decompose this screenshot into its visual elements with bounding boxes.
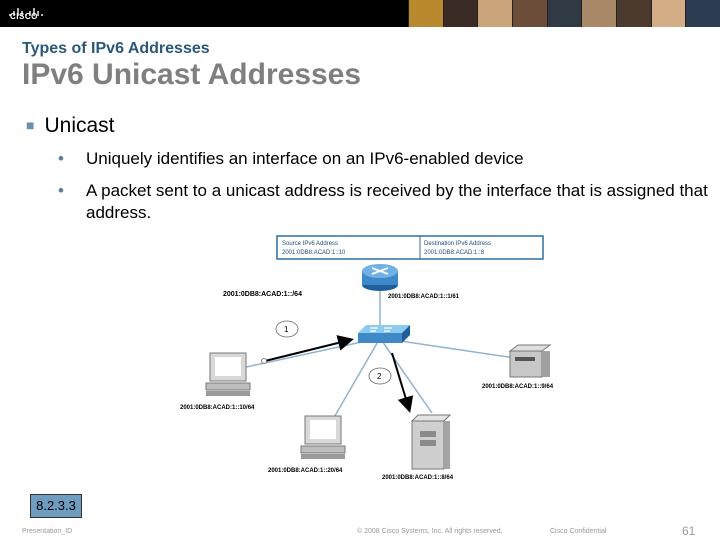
arrow-1	[264, 335, 354, 362]
pc1-label: 2001:0DB8:ACAD:1::10/64	[180, 405, 255, 411]
pc-icon	[300, 415, 346, 459]
square-bullet-icon: ■	[26, 117, 35, 133]
header-bar: CISCO	[0, 0, 720, 27]
network-label: 2001:0DB8:ACAD:1::/64	[223, 291, 302, 298]
header-photo-strip	[408, 0, 720, 27]
page-number: 61	[682, 524, 696, 538]
bullet-item: • A packet sent to a unicast address is …	[58, 180, 708, 224]
header-photo	[616, 0, 651, 27]
arrow-2	[391, 352, 414, 413]
presentation-id: Presentation_ID	[22, 528, 73, 535]
step1-bubble	[275, 320, 299, 338]
dot-bullet-icon: •	[58, 149, 64, 168]
source-value: 2001:0DB8:ACAD:1::10	[282, 250, 346, 256]
switch-icon	[358, 325, 410, 343]
step2-number: 2	[377, 372, 382, 381]
printer-icon	[508, 344, 552, 378]
header-photo	[581, 0, 617, 27]
cisco-logo-icon	[9, 8, 43, 16]
router-icon	[362, 264, 398, 291]
bullet-main: ■ Unicast	[26, 114, 115, 138]
pc-icon	[205, 352, 251, 396]
logo-text: CISCO	[10, 12, 38, 21]
copyright: © 2008 Cisco Systems, Inc. All rights re…	[357, 528, 503, 535]
header-photo	[512, 0, 547, 27]
address-table: Source IPv6 Address 2001:0DB8:ACAD:1::10…	[276, 235, 544, 260]
step2-bubble	[368, 367, 392, 385]
server-icon	[410, 414, 452, 470]
printer-label: 2001:0DB8:ACAD:1::9/64	[482, 384, 554, 390]
router-label: 2001:0DB8:ACAD:1::1/61	[388, 294, 460, 300]
server-label: 2001:0DB8:ACAD:1::8/64	[382, 475, 454, 481]
header-photo	[650, 0, 686, 27]
header-photo	[685, 0, 720, 27]
step1-number: 1	[284, 325, 289, 334]
dot-bullet-icon: •	[58, 181, 64, 200]
dest-value: 2001:0DB8:ACAD:1::8	[424, 250, 485, 256]
pc2-label: 2001:0DB8:ACAD:1::20/64	[268, 468, 343, 474]
bullet-text: A packet sent to a unicast address is re…	[86, 181, 708, 222]
bullet-item: • Uniquely identifies an interface on an…	[58, 148, 708, 170]
bullet-text: Uniquely identifies an interface on an I…	[86, 149, 524, 168]
slide-subtitle: Types of IPv6 Addresses	[22, 40, 210, 57]
source-header: Source IPv6 Address	[282, 241, 338, 247]
dest-header: Destination IPv6 Address	[424, 241, 491, 247]
slide-title: IPv6 Unicast Addresses	[22, 58, 362, 91]
unicast-diagram: Source IPv6 Address 2001:0DB8:ACAD:1::10…	[180, 235, 554, 481]
header-photo	[408, 0, 443, 27]
reference-badge: 8.2.3.3	[30, 494, 82, 518]
header-photo	[442, 0, 478, 27]
confidential-label: Cisco Confidential	[550, 528, 607, 535]
header-photo	[546, 0, 582, 27]
header-photo	[477, 0, 513, 27]
bullet-main-text: Unicast	[44, 114, 115, 137]
